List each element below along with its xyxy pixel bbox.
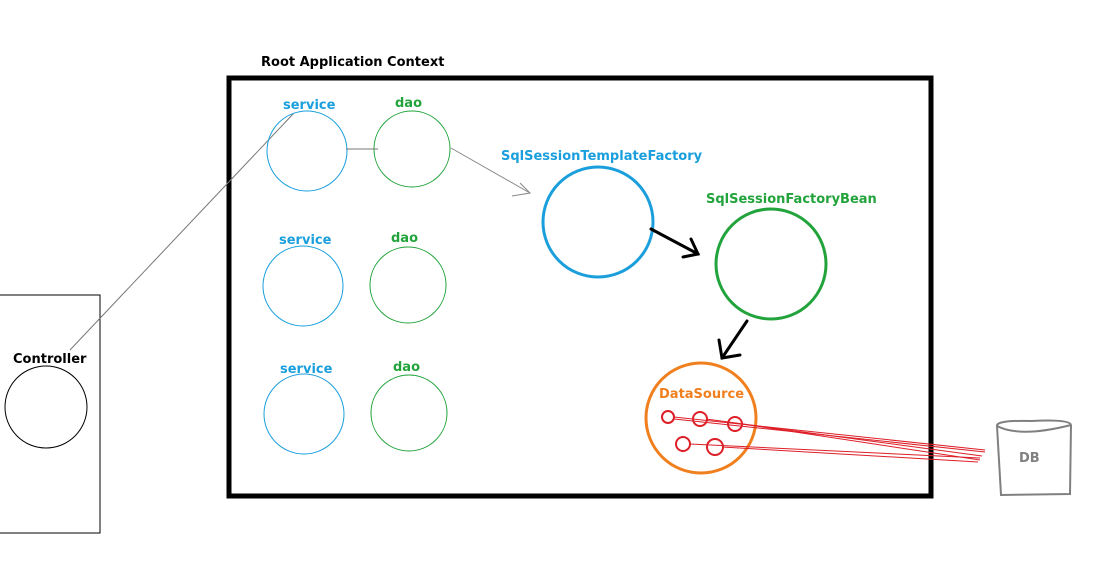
- factory-bean-node: [714, 207, 828, 321]
- template-factory-node: [541, 165, 655, 279]
- db-label: DB: [1019, 451, 1040, 466]
- connection-node-4: [675, 436, 691, 452]
- service-label-1: service: [283, 98, 336, 113]
- connection-node-5: [706, 438, 724, 456]
- service-node-1: [266, 110, 348, 192]
- datasource-label: DataSource: [659, 387, 744, 402]
- service-node-2: [262, 245, 344, 327]
- dao-template-arrow: [450, 147, 532, 197]
- db-cylinder: [996, 419, 1072, 497]
- factory-bean-label: SqlSessionFactoryBean: [706, 192, 877, 207]
- service-label-3: service: [280, 362, 333, 377]
- controller-label: Controller: [13, 352, 87, 367]
- service-label-2: service: [279, 233, 332, 248]
- service-node-3: [263, 373, 345, 455]
- factorybean-datasource-arrow: [717, 319, 749, 360]
- controller-node: [4, 365, 88, 449]
- connection-pool: [661, 410, 743, 456]
- dao-node-2: [369, 246, 447, 324]
- connection-node-1: [661, 410, 675, 424]
- dao-node-3: [370, 374, 448, 452]
- dao-label-3: dao: [393, 360, 420, 375]
- root-context-frame: [226, 75, 934, 499]
- template-factorybean-arrow: [649, 227, 701, 259]
- dao-label-2: dao: [391, 231, 418, 246]
- connection-node-3: [727, 416, 743, 432]
- controller-service-link: [69, 112, 295, 351]
- datasource-node: [644, 361, 758, 475]
- controller-box: [0, 294, 101, 534]
- dao-label-1: dao: [395, 96, 422, 111]
- template-factory-label: SqlSessionTemplateFactory: [501, 149, 703, 164]
- connection-node-2: [692, 411, 708, 427]
- root-context-title: Root Application Context: [261, 55, 444, 70]
- dao-node-1: [373, 110, 451, 188]
- connection-lines: [673, 416, 986, 463]
